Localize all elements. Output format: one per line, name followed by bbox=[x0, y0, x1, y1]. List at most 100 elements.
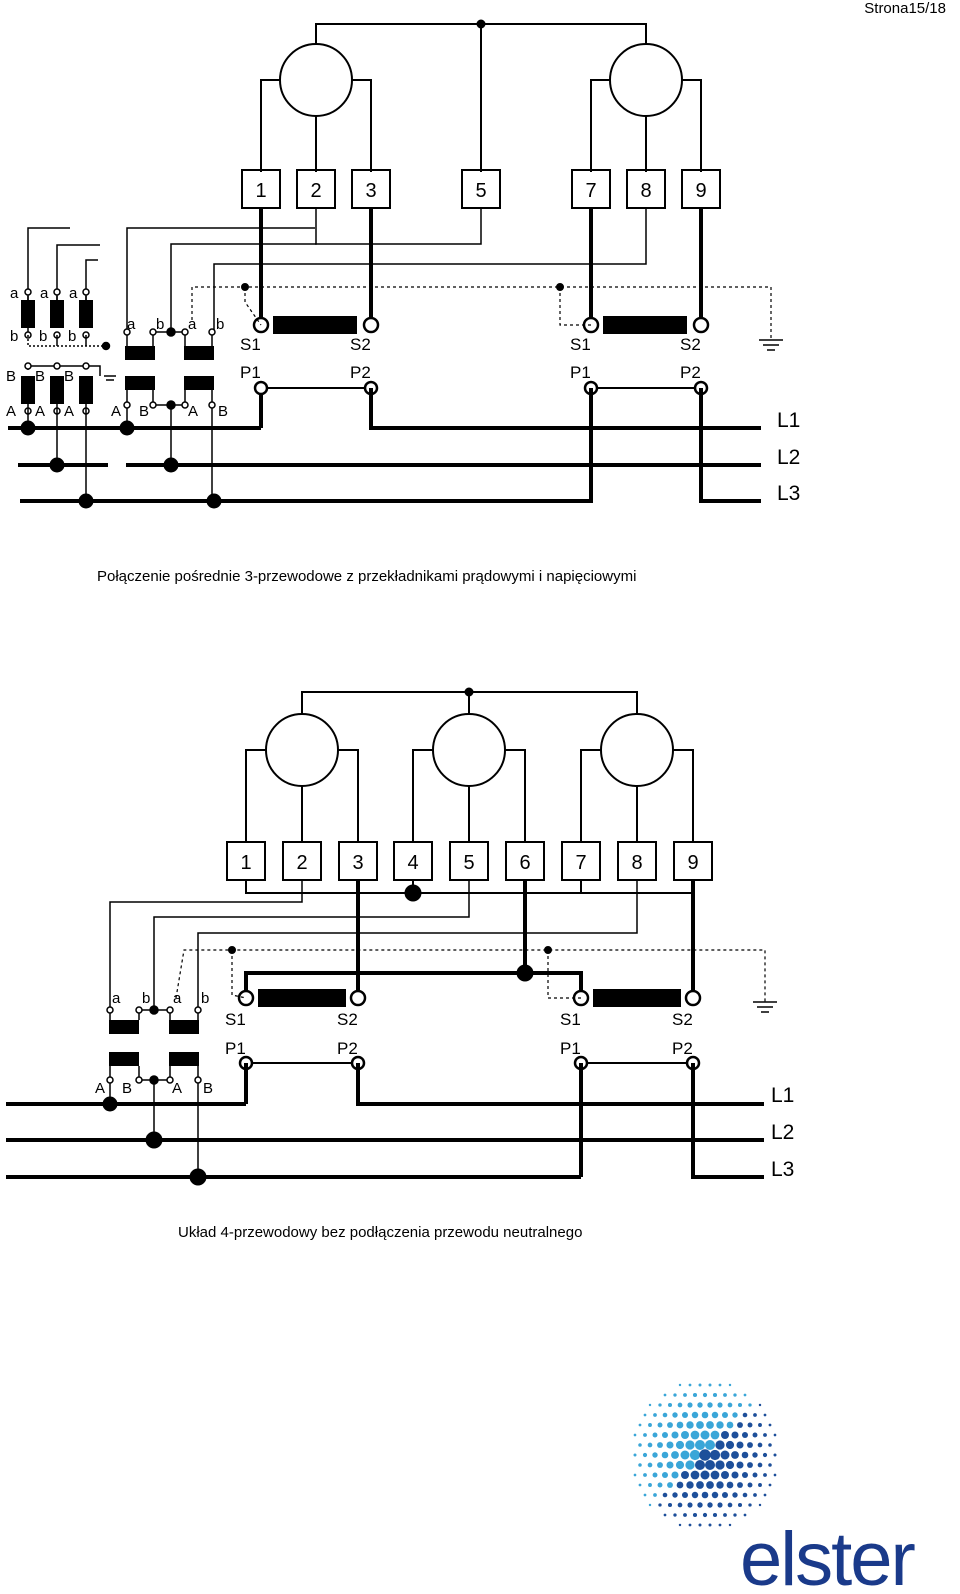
meter-element-1 bbox=[265, 713, 339, 787]
logo-dot bbox=[728, 1383, 732, 1387]
logo-dot bbox=[773, 1473, 777, 1477]
diagram-2-ct-labels: S1 S2 S1 S2 P1 P2 P1 P2 bbox=[225, 1010, 693, 1058]
line-label-l2: L2 bbox=[771, 1121, 794, 1144]
vt-label: b bbox=[201, 990, 209, 1007]
logo-dot bbox=[702, 1512, 708, 1518]
logo-dot bbox=[686, 1421, 694, 1429]
logo-dot bbox=[648, 1503, 652, 1507]
logo-dot bbox=[667, 1402, 673, 1408]
logo-dot bbox=[704, 1439, 716, 1451]
logo-dot bbox=[647, 1442, 653, 1448]
logo-dot bbox=[728, 1523, 732, 1527]
elster-logo-dots bbox=[633, 1383, 777, 1527]
logo-dot bbox=[758, 1423, 762, 1427]
diagram-1-labels: 1 2 3 5 7 8 9 bbox=[255, 180, 706, 202]
logo-dot bbox=[743, 1513, 747, 1517]
logo-dot bbox=[688, 1523, 692, 1527]
vt-label: B bbox=[122, 1080, 132, 1097]
logo-dot bbox=[666, 1461, 674, 1469]
vt-label: b bbox=[39, 328, 47, 345]
ct-label-s2: S2 bbox=[672, 1010, 693, 1029]
logo-dot bbox=[768, 1483, 772, 1487]
logo-dot bbox=[716, 1421, 724, 1429]
logo-dot bbox=[662, 1492, 668, 1498]
line-label-l2: L2 bbox=[777, 446, 800, 469]
logo-dot bbox=[672, 1492, 678, 1498]
logo-dot bbox=[700, 1470, 710, 1480]
vt-label: a bbox=[127, 316, 136, 333]
logo-dot bbox=[736, 1441, 744, 1449]
logo-dot bbox=[712, 1392, 718, 1398]
logo-dot bbox=[690, 1430, 700, 1440]
logo-dot bbox=[683, 1393, 687, 1397]
diagram-1-ct-labels: S1 S2 S1 S2 P1 P2 P1 P2 bbox=[240, 335, 701, 382]
logo-dot bbox=[718, 1523, 722, 1527]
logo-dot bbox=[692, 1392, 698, 1398]
vt-label: B bbox=[139, 403, 149, 420]
logo-dot bbox=[691, 1491, 699, 1499]
vt-label: a bbox=[173, 990, 182, 1007]
logo-dot bbox=[671, 1431, 679, 1439]
terminal-label: 7 bbox=[585, 180, 596, 202]
vt-label: A bbox=[111, 403, 121, 420]
logo-dot bbox=[712, 1512, 718, 1518]
logo-dot bbox=[747, 1462, 753, 1468]
logo-dot bbox=[721, 1491, 729, 1499]
logo-dot bbox=[752, 1452, 758, 1458]
vt-label: A bbox=[172, 1080, 182, 1097]
logo-dot bbox=[711, 1491, 719, 1499]
logo-dot bbox=[643, 1493, 647, 1497]
vt-label: a bbox=[69, 285, 78, 302]
elster-logo: elster bbox=[633, 1383, 918, 1594]
logo-dot bbox=[648, 1483, 652, 1487]
logo-dot bbox=[758, 1503, 762, 1507]
logo-dot bbox=[696, 1421, 704, 1429]
logo-dot bbox=[763, 1413, 767, 1417]
vt-label: a bbox=[188, 316, 197, 333]
logo-dot bbox=[736, 1461, 744, 1469]
logo-dot bbox=[666, 1441, 674, 1449]
logo-dot bbox=[671, 1471, 679, 1479]
ct-label-s2: S2 bbox=[337, 1010, 358, 1029]
logo-dot bbox=[731, 1431, 739, 1439]
logo-dot bbox=[638, 1483, 642, 1487]
meter-element-2 bbox=[609, 43, 683, 117]
logo-dot bbox=[697, 1502, 703, 1508]
logo-dot bbox=[707, 1402, 713, 1408]
logo-dot bbox=[633, 1453, 637, 1457]
logo-dot bbox=[727, 1402, 733, 1408]
vt-label: A bbox=[188, 403, 198, 420]
logo-dot bbox=[741, 1471, 749, 1479]
logo-dot bbox=[731, 1451, 739, 1459]
logo-dot bbox=[710, 1470, 720, 1480]
logo-dot bbox=[683, 1513, 687, 1517]
logo-dot bbox=[638, 1443, 642, 1447]
logo-dot bbox=[647, 1462, 653, 1468]
vt-label: A bbox=[6, 403, 16, 420]
logo-dot bbox=[657, 1442, 663, 1448]
logo-dot bbox=[657, 1462, 663, 1468]
logo-dot bbox=[667, 1502, 673, 1508]
logo-dot bbox=[731, 1471, 739, 1479]
logo-dot bbox=[725, 1460, 735, 1470]
logo-dot bbox=[741, 1451, 749, 1459]
meter-element-3 bbox=[600, 713, 674, 787]
logo-dot bbox=[685, 1440, 695, 1450]
logo-dot bbox=[768, 1443, 772, 1447]
logo-dot bbox=[687, 1402, 693, 1408]
logo-dot bbox=[671, 1451, 679, 1459]
ct-label-p1: P1 bbox=[560, 1039, 581, 1058]
logo-dot bbox=[762, 1452, 768, 1458]
terminal-label: 3 bbox=[365, 180, 376, 202]
vt-label: a bbox=[10, 285, 19, 302]
logo-dot bbox=[715, 1440, 725, 1450]
logo-dot bbox=[727, 1502, 733, 1508]
logo-dot bbox=[768, 1463, 772, 1467]
terminal-label: 8 bbox=[640, 180, 651, 202]
ct-label-p1: P1 bbox=[225, 1039, 246, 1058]
vt-label: a bbox=[40, 285, 49, 302]
logo-dot bbox=[706, 1481, 714, 1489]
terminal-label: 2 bbox=[310, 180, 321, 202]
logo-dot bbox=[675, 1440, 685, 1450]
logo-dot bbox=[753, 1413, 757, 1417]
